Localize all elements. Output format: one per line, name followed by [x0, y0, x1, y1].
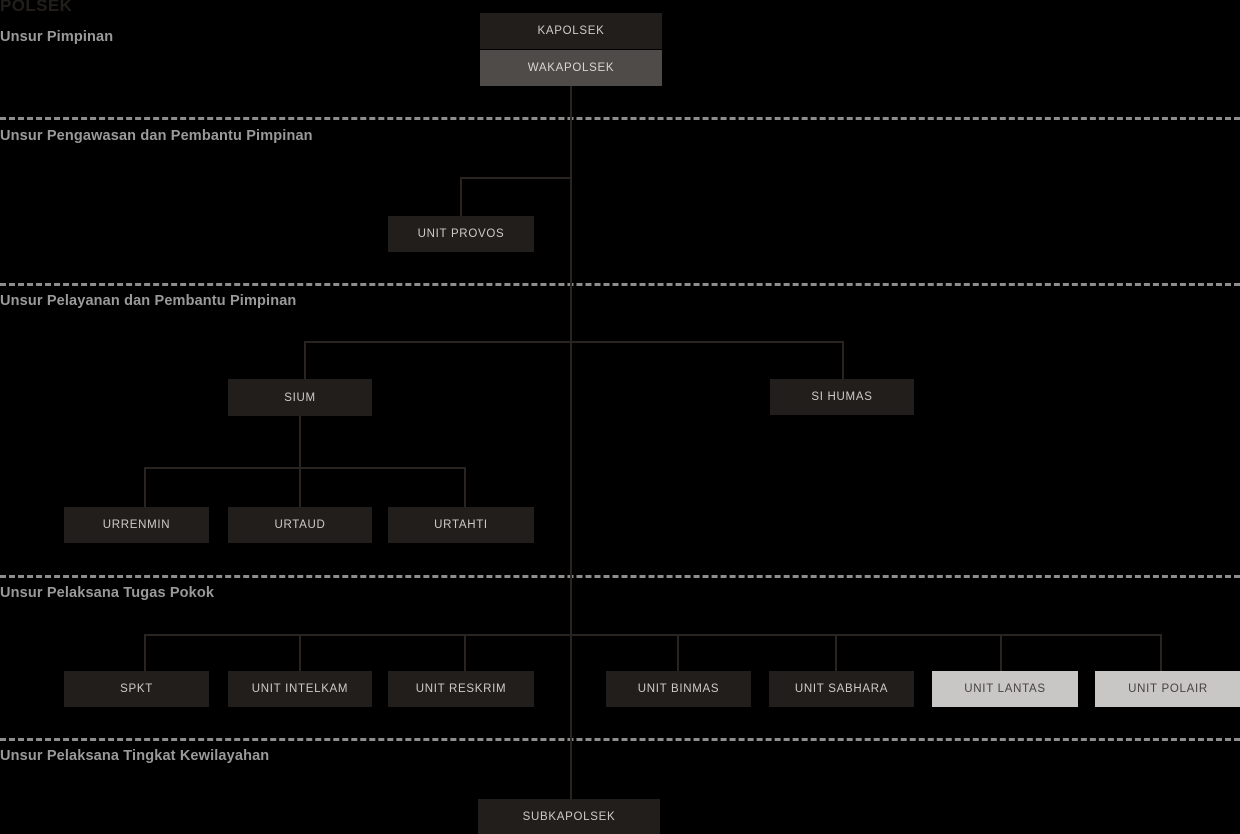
box-subkapolsek[interactable]: SUBKAPOLSEK: [478, 799, 660, 834]
connector-lantas-vertical: [1000, 634, 1002, 671]
page-title: POLSEK: [0, 0, 73, 15]
box-unit-provos[interactable]: UNIT PROVOS: [388, 216, 534, 252]
box-si-humas[interactable]: SI HUMAS: [770, 379, 914, 415]
connector-provos-horizontal: [460, 177, 571, 179]
box-urtahti[interactable]: URTAHTI: [388, 507, 534, 543]
connector-binmas-vertical: [677, 634, 679, 671]
connector-urtahti-vertical: [464, 467, 466, 507]
box-spkt[interactable]: SPKT: [64, 671, 209, 707]
spine-main-vertical: [570, 86, 572, 802]
section-label-unsur-pelaksana-kewilayahan: Unsur Pelaksana Tingkat Kewilayahan: [0, 748, 270, 764]
connector-intelkam-vertical: [299, 634, 301, 671]
box-urrenmin[interactable]: URRENMIN: [64, 507, 209, 543]
box-unit-sabhara[interactable]: UNIT SABHARA: [769, 671, 914, 707]
section-separator-4: [0, 738, 1240, 741]
section-label-unsur-pimpinan: Unsur Pimpinan: [0, 29, 114, 45]
connector-sium-vertical: [304, 341, 306, 379]
box-unit-reskrim[interactable]: UNIT RESKRIM: [388, 671, 534, 707]
connector-sium-dropdown: [299, 416, 301, 467]
box-kapolsek[interactable]: KAPOLSEK: [480, 13, 662, 49]
connector-provos-vertical: [460, 177, 462, 216]
box-wakapolsek[interactable]: WAKAPOLSEK: [480, 50, 662, 86]
connector-sihumas-vertical: [842, 341, 844, 379]
box-unit-intelkam[interactable]: UNIT INTELKAM: [228, 671, 372, 707]
section-label-unsur-pelayanan: Unsur Pelayanan dan Pembantu Pimpinan: [0, 293, 297, 309]
connector-spkt-vertical: [144, 634, 146, 671]
connector-reskrim-vertical: [464, 634, 466, 671]
connector-urrenmin-vertical: [144, 467, 146, 507]
box-unit-binmas[interactable]: UNIT BINMAS: [606, 671, 751, 707]
section-separator-2: [0, 283, 1240, 286]
connector-tugas-pokok-horizontal: [144, 634, 1162, 636]
box-unit-polair[interactable]: UNIT POLAIR: [1095, 671, 1240, 707]
section-separator-3: [0, 575, 1240, 578]
connector-sabhara-vertical: [835, 634, 837, 671]
section-separator-1: [0, 117, 1240, 120]
connector-pelayanan-horizontal: [304, 341, 844, 343]
box-urtaud[interactable]: URTAUD: [228, 507, 372, 543]
connector-urtaud-vertical: [299, 467, 301, 507]
box-unit-lantas[interactable]: UNIT LANTAS: [932, 671, 1078, 707]
box-sium[interactable]: SIUM: [228, 379, 372, 416]
connector-sium-children-horizontal: [144, 467, 466, 469]
section-label-unsur-pengawasan: Unsur Pengawasan dan Pembantu Pimpinan: [0, 128, 313, 144]
connector-polair-vertical: [1160, 634, 1162, 671]
section-label-unsur-pelaksana-tugas-pokok: Unsur Pelaksana Tugas Pokok: [0, 585, 215, 601]
